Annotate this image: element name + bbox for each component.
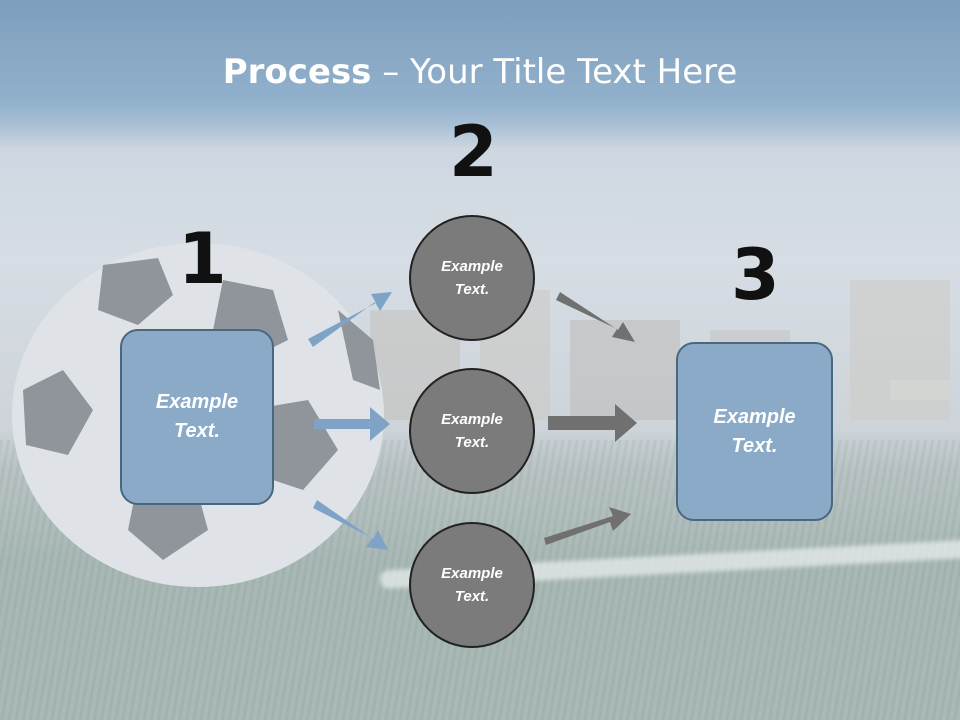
title-bold: Process [222,52,372,92]
circle-top: Example Text. [409,215,535,341]
step-number-3: 3 [731,234,780,316]
right-box: Example Text. [676,342,833,521]
left-box: Example Text. [120,329,274,505]
circle-bottom: Example Text. [409,522,535,648]
slide-title: Process – Your Title Text Here [0,52,960,92]
left-box-text: Example Text. [155,391,239,442]
step-number-2: 2 [449,111,498,193]
step-number-1: 1 [178,218,227,300]
circle-middle-text: Example Text. [441,411,503,451]
title-rest: – Your Title Text Here [371,52,738,92]
circle-middle: Example Text. [409,368,535,494]
circle-top-text: Example Text. [441,258,503,298]
right-box-text: Example Text. [713,405,796,457]
circle-bottom-text: Example Text. [441,565,503,605]
